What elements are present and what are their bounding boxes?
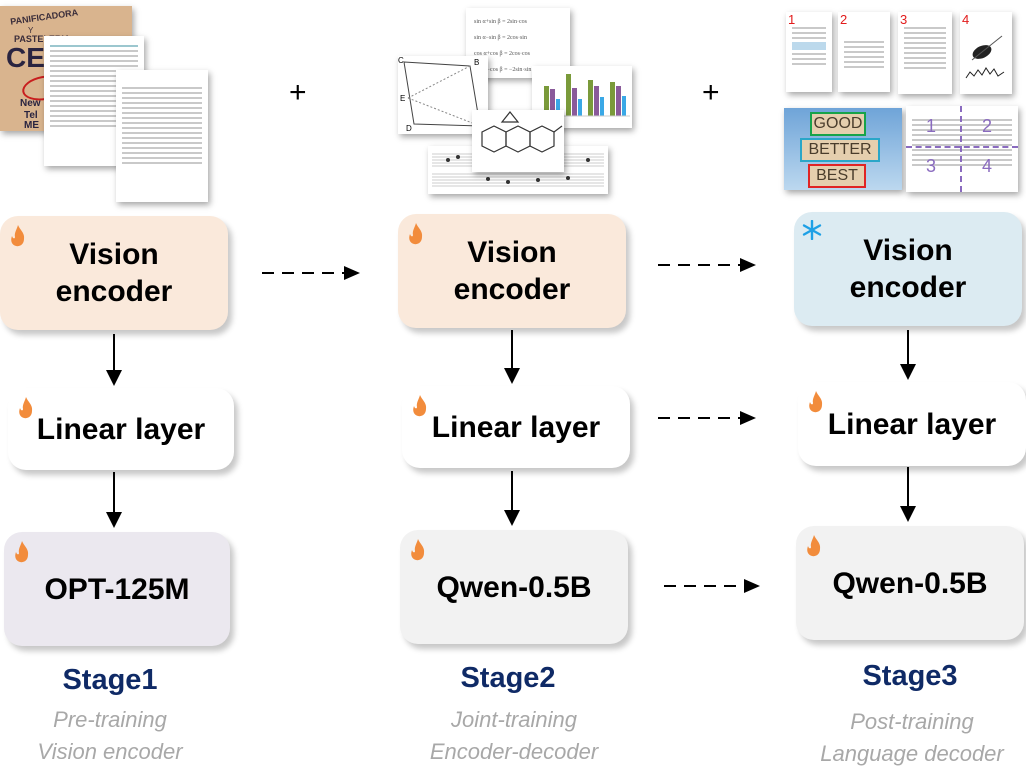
chemical-structure-image [472,110,564,172]
quadrant-divider-vertical [960,106,962,192]
page-number: 2 [840,12,848,27]
box-label: Linear layer [827,407,997,441]
arrow-s1-ve-to-ll [106,334,122,386]
plus-sign-1: + [289,76,307,109]
stage1-linear-layer-box[interactable]: Linear layer [8,388,234,470]
stage2-linear-layer-box[interactable]: Linear layer [402,386,630,468]
doc-page-4: 4 [960,12,1012,94]
page-number: 3 [900,12,908,27]
sign-word-good: GOOD [810,112,866,136]
arrow-s3-ll-to-decoder [900,467,916,522]
dashed-arrow-s2-to-s3-linear [658,411,756,425]
flame-icon [411,539,425,561]
doc-page-3: 3 [898,12,952,94]
scatter-plot-thumbnail [965,35,1005,79]
stage3-linear-layer-box[interactable]: Linear layer [798,382,1026,466]
quadrant-number: 4 [982,156,993,176]
doc-page-1: 1 [786,12,832,92]
sign-text: Tel [24,110,38,121]
quadrant-page: 1 2 3 4 [906,106,1018,192]
quadrant-number: 1 [926,116,937,136]
arrow-s2-ve-to-ll [504,330,520,384]
signpost-photo: GOOD BETTER BEST [784,108,902,190]
flame-icon [413,395,427,417]
chinese-document-page [116,70,208,202]
stage2-decoder-box[interactable]: Qwen-0.5B [400,530,628,644]
flame-icon [15,541,29,563]
sign-text: PASTELERIA [14,34,71,44]
geometry-label: D [406,124,412,133]
page-number: 4 [962,12,970,27]
arrow-s1-ll-to-decoder [106,472,122,528]
geometry-label: B [474,58,480,67]
stage3-decoder-box[interactable]: Qwen-0.5B [796,526,1024,640]
sign-text: CE [6,42,45,73]
dashed-arrow-s2-to-s3-encoder [658,258,756,272]
molecule-svg [481,111,563,153]
snowflake-icon [802,220,822,240]
box-label: OPT-125M [44,572,190,606]
flame-icon [19,397,33,419]
sign-word-better: BETTER [800,138,880,162]
quadrant-number: 2 [982,116,993,136]
sign-text: PANIFICADORA [9,7,79,27]
dashed-arrow-s2-to-s3-decoder [664,579,760,593]
stage2-title: Stage2 [460,662,556,694]
flame-icon [807,535,821,557]
box-label: Qwen-0.5B [436,570,592,604]
box-label: Linear layer [431,410,601,444]
sign-text: ME [24,120,39,131]
quadrant-divider-horizontal [906,146,1018,148]
flame-icon [409,223,423,245]
geometry-label: C [398,56,404,65]
sign-text: New [20,98,41,109]
box-label: Qwen-0.5B [832,566,988,600]
sign-text: Y [28,26,34,35]
arrow-s2-ll-to-decoder [504,471,520,526]
sign-word-best: BEST [808,164,866,188]
mini-bar-chart [534,74,630,117]
stage3-title: Stage3 [862,660,958,692]
geometry-label: E [400,94,406,103]
quadrant-number: 3 [926,156,937,176]
plus-sign-2: + [702,76,720,109]
stage1-title: Stage1 [62,664,158,696]
flame-icon [11,225,25,247]
flame-icon [809,391,823,413]
page-number: 1 [788,12,796,27]
arrow-s3-ve-to-ll [900,330,916,380]
box-label: Linear layer [36,412,206,446]
stage1-decoder-box[interactable]: OPT-125M [4,532,230,646]
dashed-arrow-s1-to-s2-encoder [262,266,360,280]
doc-page-2: 2 [838,12,890,92]
